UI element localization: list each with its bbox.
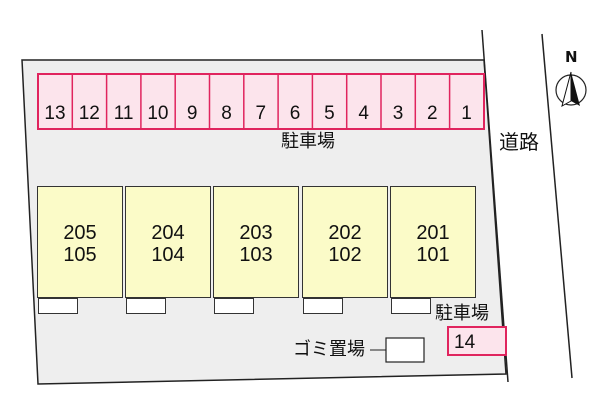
parking-slot-14 <box>447 326 507 356</box>
parking-slot-number: 8 <box>221 103 232 124</box>
unit-entrance-step <box>38 298 78 314</box>
road-label: 道路 <box>499 130 539 154</box>
north-arrow-icon <box>555 71 587 108</box>
parking-slot-number: 13 <box>44 103 66 124</box>
extra-parking-label: 駐車場 <box>435 303 489 324</box>
parking-slot-number: 9 <box>186 103 198 124</box>
unit-lower-number: 105 <box>63 244 97 266</box>
unit-entrance-step <box>126 298 166 314</box>
parking-strip <box>37 73 485 130</box>
parking-slot-number: 11 <box>113 103 134 124</box>
unit-entrance-step <box>214 298 254 314</box>
garbage-box <box>385 337 425 363</box>
parking-slot-number: 3 <box>392 103 404 124</box>
parking-slot-number: 12 <box>78 103 100 124</box>
parking-slot-number: 10 <box>147 103 169 124</box>
garbage-label: ゴミ置場 <box>293 339 365 360</box>
unit-lower-number: 102 <box>328 244 362 266</box>
parking-slot-number: 2 <box>427 103 438 124</box>
unit-lower-number: 104 <box>151 244 185 266</box>
parking-slot-dividers <box>71 74 451 129</box>
parking-label: 駐車場 <box>281 131 335 152</box>
parking-slot-number: 7 <box>255 103 267 124</box>
unit-lower-number: 103 <box>239 244 273 266</box>
unit-upper-number: 202 <box>328 222 362 244</box>
parking-slot-14-number: 14 <box>454 332 476 353</box>
unit-upper-number: 204 <box>151 222 185 244</box>
parking-slot-number: 6 <box>289 103 301 124</box>
unit-upper-number: 205 <box>63 222 97 244</box>
road-left-line <box>481 29 509 383</box>
road-right-line <box>541 33 573 379</box>
parking-slot-number: 4 <box>358 103 369 124</box>
parking-slot-number: 1 <box>461 103 472 124</box>
parking-slot-number: 5 <box>324 103 335 124</box>
unit-upper-number: 201 <box>416 222 450 244</box>
unit-entrance-step <box>391 298 431 314</box>
unit-entrance-step <box>303 298 343 314</box>
compass-north-label: N <box>565 48 578 66</box>
unit-lower-number: 101 <box>416 244 450 266</box>
unit-upper-number: 203 <box>239 222 273 244</box>
